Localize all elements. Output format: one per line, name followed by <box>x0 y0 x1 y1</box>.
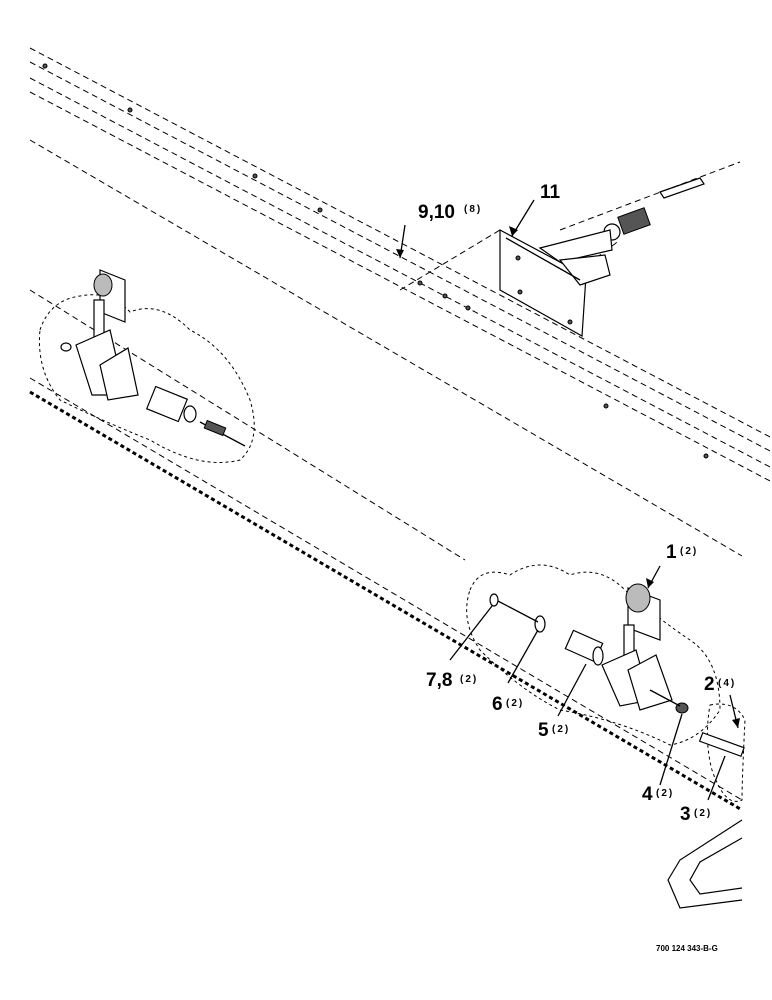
callout-2-qty: (4) <box>718 678 736 689</box>
callout-6-qty: (2) <box>506 698 524 709</box>
callout-5-qty: (2) <box>552 724 570 735</box>
callout-1-qty: (2) <box>680 546 698 557</box>
callout-11-number: 11 <box>540 182 561 203</box>
callout-2: 2 (4) <box>704 674 736 695</box>
callout-9-10: 9,10 (8) <box>418 202 482 223</box>
callout-11: 11 <box>540 182 561 203</box>
lower-right-frame <box>667 819 743 909</box>
callout-3: 3 (2) <box>680 804 712 825</box>
callout-4-number: 4 <box>642 784 653 805</box>
callout-7-8-qty: (2) <box>460 674 478 685</box>
callout-7-8: 7,8 (2) <box>426 670 478 691</box>
upper-frame-rail <box>29 47 772 483</box>
callout-4: 4 (2) <box>642 784 674 805</box>
lower-frame-beam <box>29 139 743 812</box>
callout-3-number: 3 <box>680 804 691 825</box>
callout-9-10-number: 9,10 <box>418 202 455 223</box>
bracket-part-11 <box>399 228 613 337</box>
left-hinge-detail <box>38 269 255 463</box>
callout-1-number: 1 <box>666 542 677 563</box>
callout-1: 1 (2) <box>666 542 698 563</box>
callout-6-number: 6 <box>492 694 503 715</box>
leader-lines <box>396 199 740 801</box>
callout-2-number: 2 <box>704 674 715 695</box>
drawing-number: 700 124 343-B-G <box>656 944 718 953</box>
callout-6: 6 (2) <box>492 694 524 715</box>
callout-9-10-qty: (8) <box>464 204 482 215</box>
callout-5: 5 (2) <box>538 720 570 741</box>
callout-4-qty: (2) <box>656 788 674 799</box>
right-hinge-detail <box>466 564 746 802</box>
callout-3-qty: (2) <box>694 808 712 819</box>
callout-5-number: 5 <box>538 720 549 741</box>
callout-7-8-number: 7,8 <box>426 670 452 691</box>
